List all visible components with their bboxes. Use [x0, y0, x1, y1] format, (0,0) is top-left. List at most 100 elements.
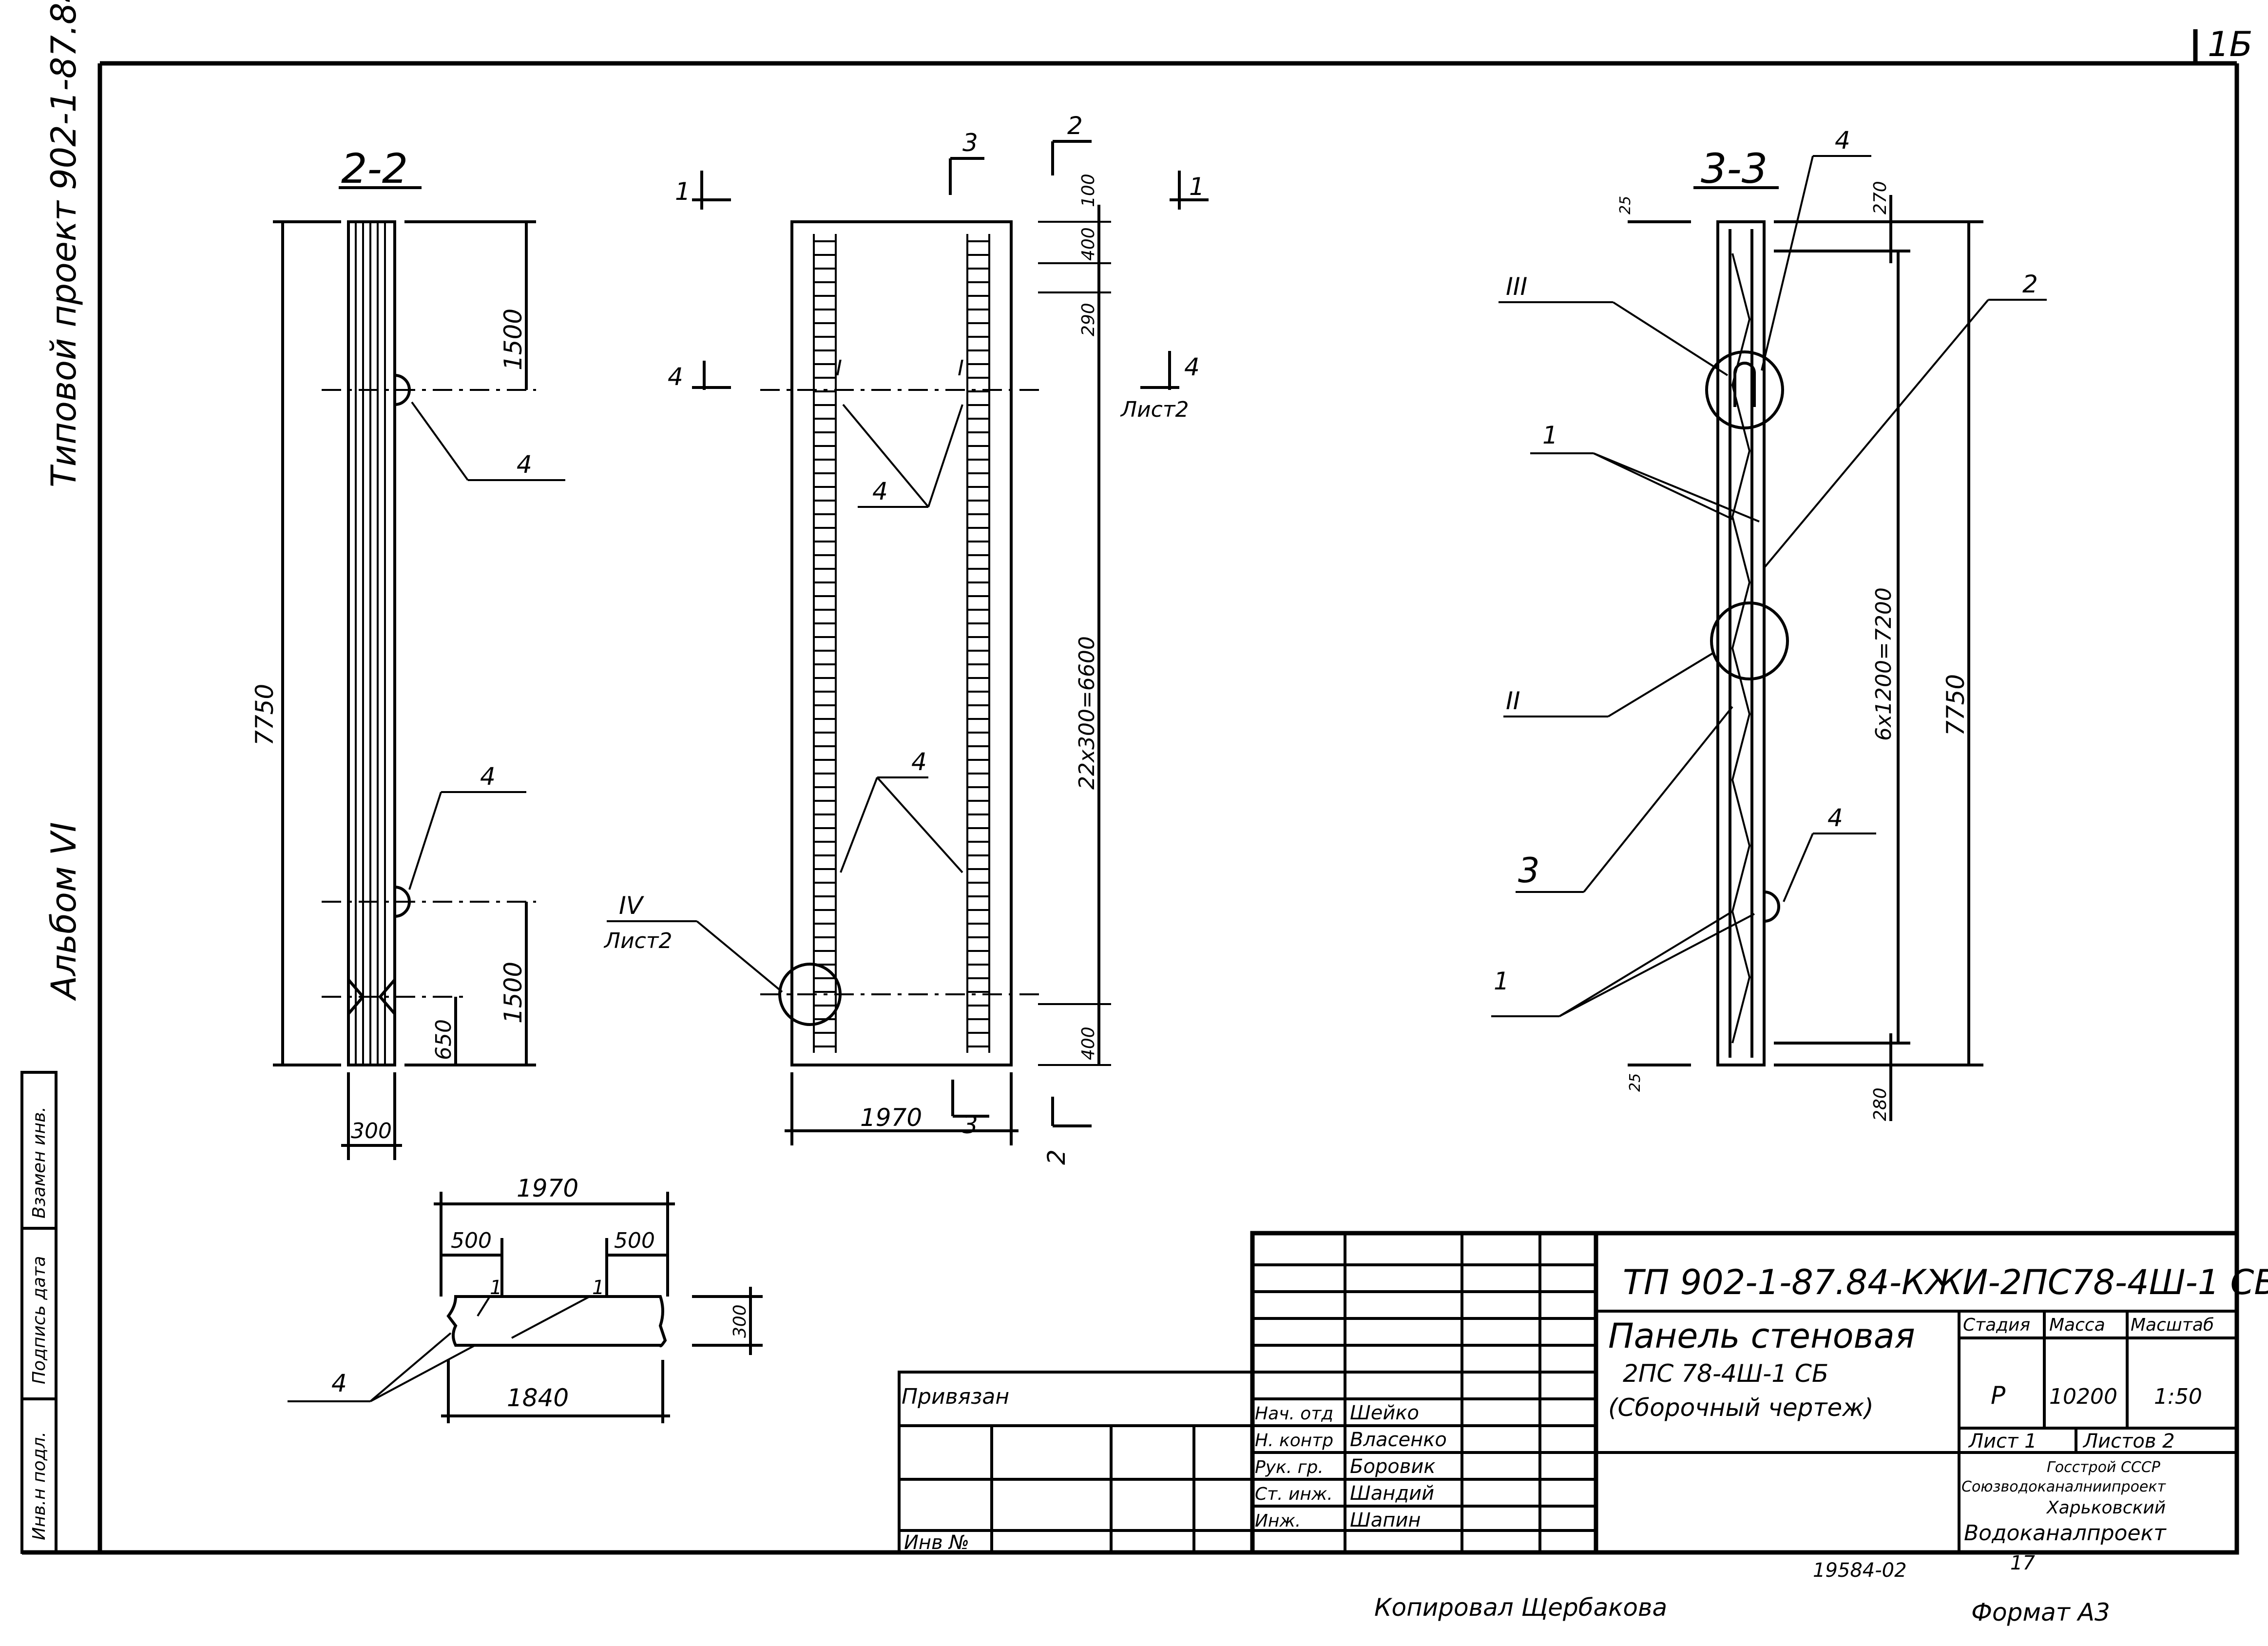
elevation-callout-4-bottom: 4: [911, 748, 927, 776]
node-ii-circle: [1710, 601, 1789, 680]
role-title: Ст. инж.: [1255, 1484, 1333, 1504]
dim-400-bottom: 400: [1078, 1026, 1098, 1060]
role-person: Боровик: [1350, 1455, 1436, 1478]
inventory-code: 19584-02: [1813, 1559, 1907, 1582]
plan-dim-300: 300: [730, 1304, 750, 1338]
role-title: Инж.: [1255, 1511, 1301, 1531]
stage-value: Р: [1991, 1381, 2006, 1410]
plan-callout-1-left: 1: [490, 1277, 502, 1299]
drawing-name-1: Панель стеновая: [1608, 1316, 1915, 1356]
stage-label: Стадия: [1963, 1315, 2030, 1335]
mark-1-left: 1: [675, 177, 691, 206]
role-title: Рук. гр.: [1255, 1457, 1324, 1477]
section-3-3: 3-3 6x1200=7200 7750 270 280 25 25 4 2: [1491, 126, 2047, 1121]
org-line-3: Харьковский: [2046, 1498, 2166, 1518]
sheets-label: Листов 2: [2082, 1430, 2175, 1452]
mark-3-bottom: 3: [962, 1111, 978, 1139]
org-line-2: Союзводоканалниипроект: [1961, 1478, 2167, 1495]
dim-25-top: 25: [1617, 196, 1634, 214]
section-2-2-callout-4-bottom: 4: [480, 762, 496, 791]
role-person: Власенко: [1350, 1429, 1447, 1451]
album-label: Альбом VI: [44, 822, 84, 1001]
inv-no-label: Инв №: [904, 1531, 969, 1554]
stamp-inv-original: Инв.н подл.: [29, 1432, 49, 1540]
section-2-2-callout-4-top: 4: [517, 450, 532, 479]
page-number: 1Б: [2208, 24, 2253, 64]
dim-6x1200: 6x1200=7200: [1871, 587, 1896, 741]
dim-100: 100: [1078, 174, 1098, 207]
org-line-4: Водоканалпроект: [1964, 1521, 2167, 1546]
mark-4-left: 4: [668, 363, 683, 391]
role-person: Шейко: [1350, 1402, 1419, 1424]
section-3-3-callout-1-top: 1: [1542, 421, 1558, 449]
dim-22x300: 22x300=6600: [1075, 636, 1099, 790]
panel-elevation: 1 1 3 3 2 2 4 4 Лист2 100 400 290 22x300…: [603, 112, 1209, 1165]
scale-value: 1:50: [2154, 1384, 2202, 1409]
dim-1970: 1970: [860, 1104, 922, 1132]
dim-7750: 7750: [250, 684, 279, 746]
section-3-3-callout-4-bottom: 4: [1827, 804, 1843, 832]
reinforcement-ladder: [814, 240, 989, 1047]
dim-280: 280: [1870, 1087, 1890, 1121]
dim-1500-bottom: 1500: [499, 962, 527, 1024]
role-person: Шандий: [1350, 1482, 1434, 1505]
section-3-3-callout-2: 2: [2022, 270, 2038, 298]
title-block: [898, 1231, 2239, 1555]
dim-1500-top: 1500: [499, 309, 527, 370]
drawing-name-3: (Сборочный чертеж): [1608, 1394, 1874, 1422]
role-title: Нач. отд: [1255, 1404, 1333, 1424]
plan-dim-1970: 1970: [517, 1174, 578, 1202]
section-mark-i-right: I: [958, 356, 964, 381]
dim-290: 290: [1078, 303, 1098, 336]
drawing-name-2: 2ПС 78-4Ш-1 СБ: [1623, 1359, 1828, 1388]
copied-by: Копировал Щербакова: [1374, 1593, 1667, 1622]
section-3-3-callout-4-top: 4: [1835, 126, 1850, 155]
section-3-3-callout-3: 3: [1518, 851, 1540, 891]
dim-270: 270: [1870, 181, 1890, 214]
side-stamp: Взамен инв. Подпись дата Инв.н подл.: [20, 1071, 58, 1554]
org-line-1: Госстрой СССР: [2047, 1459, 2161, 1476]
plan-callout-1-right: 1: [592, 1277, 604, 1299]
dim-7750-section: 7750: [1941, 674, 1970, 736]
dim-400-top: 400: [1078, 227, 1098, 261]
stamp-replace-inv: Взамен инв.: [29, 1106, 49, 1219]
elevation-callout-4-top: 4: [872, 477, 888, 505]
scale-label: Масштаб: [2131, 1315, 2214, 1335]
privyazan-label: Привязан: [902, 1384, 1009, 1409]
mark-2-top: 2: [1067, 112, 1083, 140]
mass-value: 10200: [2049, 1384, 2117, 1409]
node-iv-sheet-ref: Лист2: [603, 929, 673, 953]
format-label: Формат А3: [1971, 1598, 2110, 1627]
section-2-2-title: 2-2: [341, 145, 408, 193]
plan-dim-500-left: 500: [451, 1228, 492, 1253]
mark-1-right: 1: [1189, 173, 1205, 201]
dim-650: 650: [431, 1019, 456, 1060]
project-label: Типовой проект 902-1-87.84: [44, 0, 84, 487]
node-iii-circle: [1705, 350, 1784, 429]
sheet-label: Лист 1: [1968, 1430, 2037, 1452]
role-title: Н. контр: [1255, 1431, 1333, 1451]
sheet-ref-2-right: Лист2: [1120, 397, 1189, 422]
node-iv-label: IV: [619, 891, 645, 920]
sheet-seq: 17: [2010, 1552, 2035, 1574]
node-iii-label: III: [1506, 272, 1527, 301]
panel-plan: 1970 500 500 300 1840 4 1 1: [288, 1174, 763, 1423]
mark-2-bottom: 2: [1042, 1149, 1071, 1165]
node-ii-label: II: [1506, 687, 1520, 715]
dim-25-bottom: 25: [1627, 1073, 1644, 1092]
drawing-code: ТП 902-1-87.84-КЖИ-2ПС78-4Ш-1 СБ: [1623, 1262, 2268, 1302]
section-3-3-callout-1-bottom: 1: [1494, 967, 1509, 995]
mass-label: Масса: [2049, 1315, 2105, 1335]
mark-4-right: 4: [1184, 353, 1200, 381]
plan-dim-500-right: 500: [614, 1228, 655, 1253]
section-2-2: 2-2 7750 1500 1500 650 30: [250, 145, 565, 1160]
dim-300: 300: [351, 1119, 392, 1143]
role-person: Шапин: [1350, 1509, 1421, 1531]
stamp-signature-date: Подпись дата: [29, 1256, 49, 1384]
mark-3-top: 3: [962, 129, 978, 157]
section-mark-i-left: I: [836, 356, 842, 381]
plan-dim-1840: 1840: [507, 1384, 569, 1412]
section-3-3-title: 3-3: [1701, 145, 1768, 193]
